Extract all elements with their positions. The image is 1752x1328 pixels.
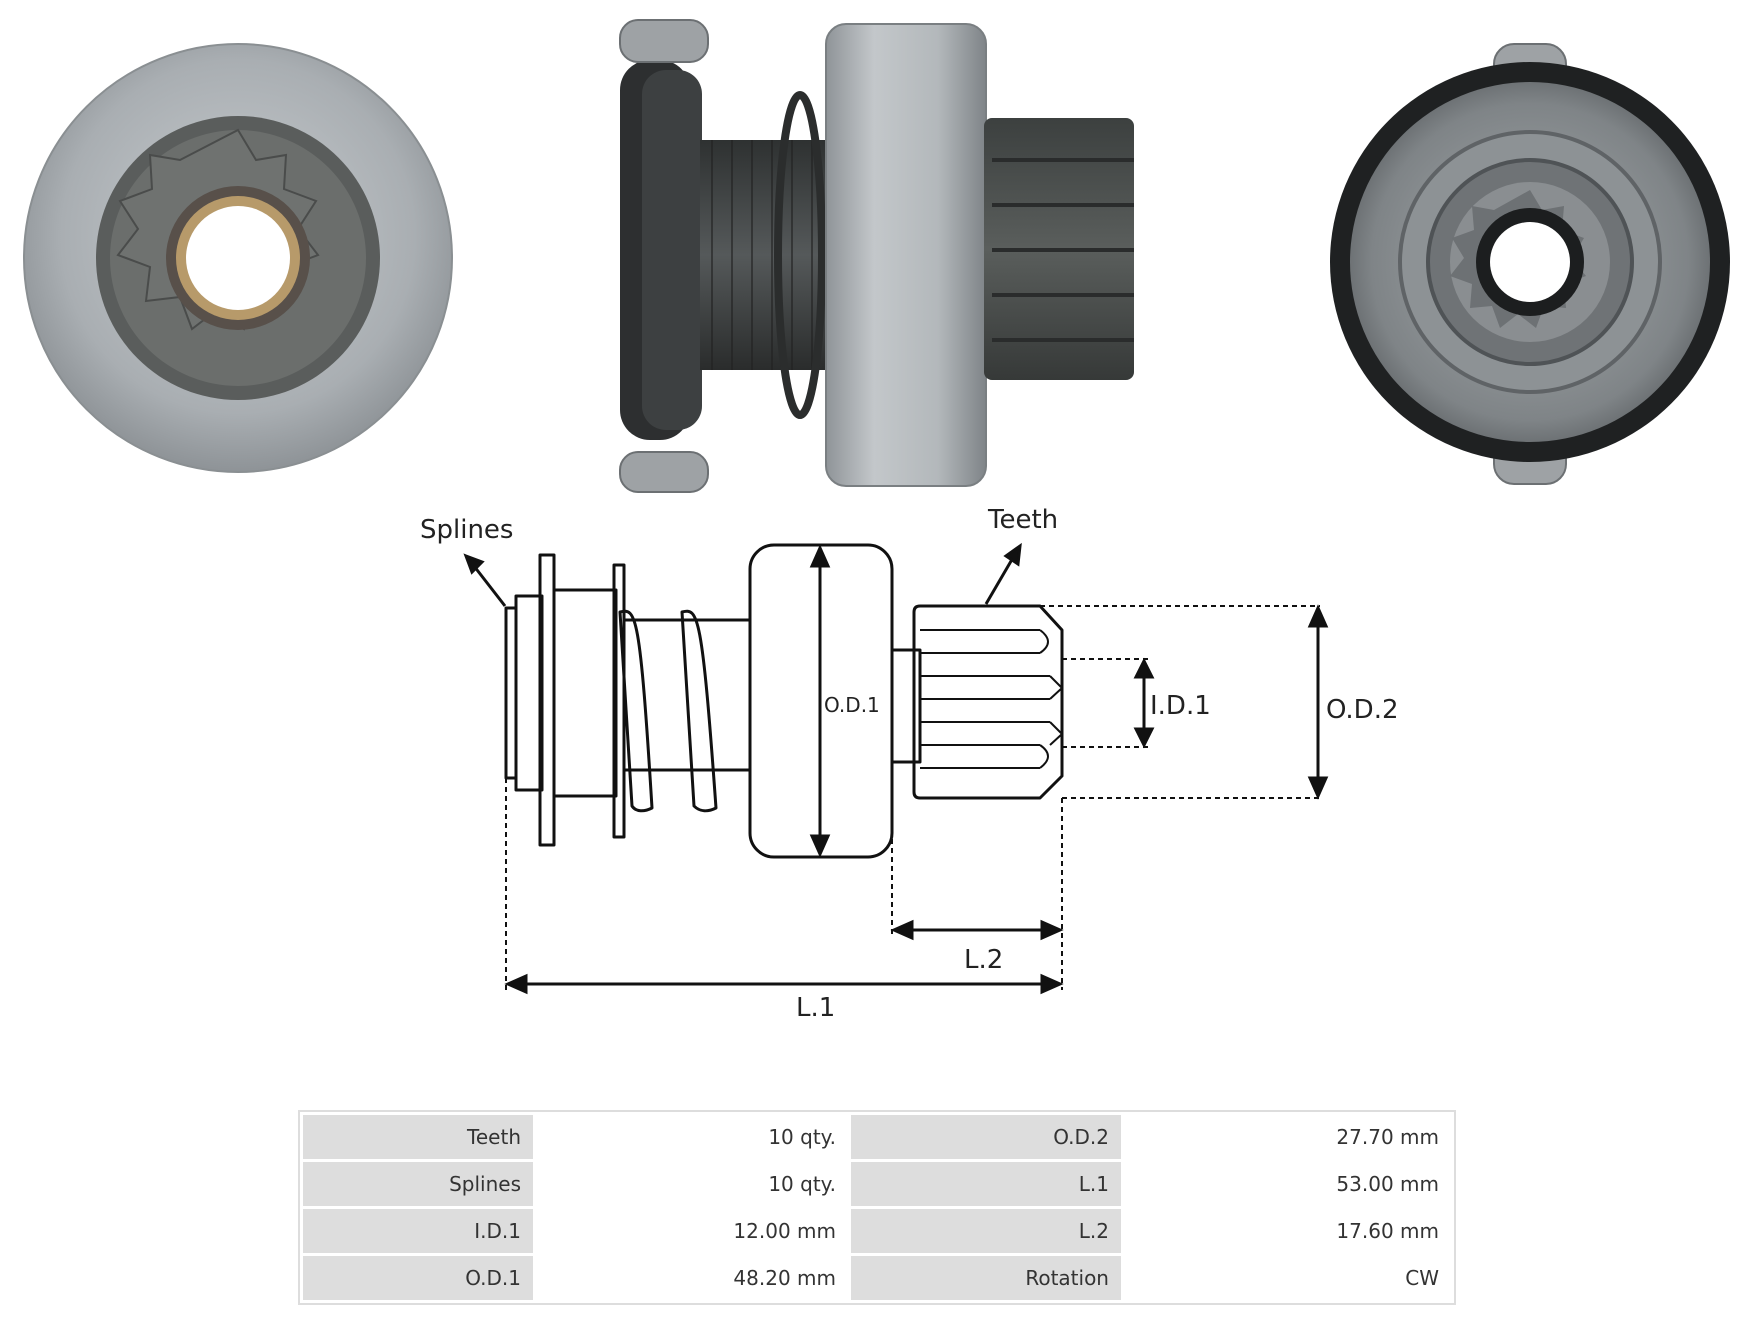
spec-key: I.D.1 <box>303 1209 533 1253</box>
spec-value: 48.20 mm <box>536 1256 848 1300</box>
spec-value: 53.00 mm <box>1124 1162 1451 1206</box>
dimension-drawing: Splines Teeth O.D.1 I.D.1 O.D.2 L.2 L.1 <box>420 505 1399 1023</box>
spec-key: Splines <box>303 1162 533 1206</box>
front-view-photo <box>23 43 453 473</box>
l2-label: L.2 <box>964 945 1003 975</box>
product-photos <box>23 19 1730 493</box>
side-view-photo <box>619 19 1134 493</box>
table-row: Splines 10 qty. L.1 53.00 mm <box>303 1162 1451 1206</box>
spec-value: CW <box>1124 1256 1451 1300</box>
table-row: I.D.1 12.00 mm L.2 17.60 mm <box>303 1209 1451 1253</box>
table-row: O.D.1 48.20 mm Rotation CW <box>303 1256 1451 1300</box>
od2-label: O.D.2 <box>1326 695 1399 725</box>
spec-key: L.2 <box>851 1209 1121 1253</box>
od1-label: O.D.1 <box>824 693 880 717</box>
table-row: Teeth 10 qty. O.D.2 27.70 mm <box>303 1115 1451 1159</box>
pinion-gear <box>912 604 1064 800</box>
spec-key: Teeth <box>303 1115 533 1159</box>
rear-view-photo <box>1330 43 1730 485</box>
l1-label: L.1 <box>796 993 835 1023</box>
spec-value: 27.70 mm <box>1124 1115 1451 1159</box>
spec-key: O.D.1 <box>303 1256 533 1300</box>
spec-value: 17.60 mm <box>1124 1209 1451 1253</box>
spec-value: 10 qty. <box>536 1115 848 1159</box>
spec-value: 10 qty. <box>536 1162 848 1206</box>
id1-label: I.D.1 <box>1150 691 1211 721</box>
spec-key: O.D.2 <box>851 1115 1121 1159</box>
spec-key: Rotation <box>851 1256 1121 1300</box>
splines-label: Splines <box>420 515 513 545</box>
spec-key: L.1 <box>851 1162 1121 1206</box>
teeth-label: Teeth <box>987 505 1058 535</box>
spec-table: Teeth 10 qty. O.D.2 27.70 mm Splines 10 … <box>298 1110 1456 1305</box>
spec-value: 12.00 mm <box>536 1209 848 1253</box>
